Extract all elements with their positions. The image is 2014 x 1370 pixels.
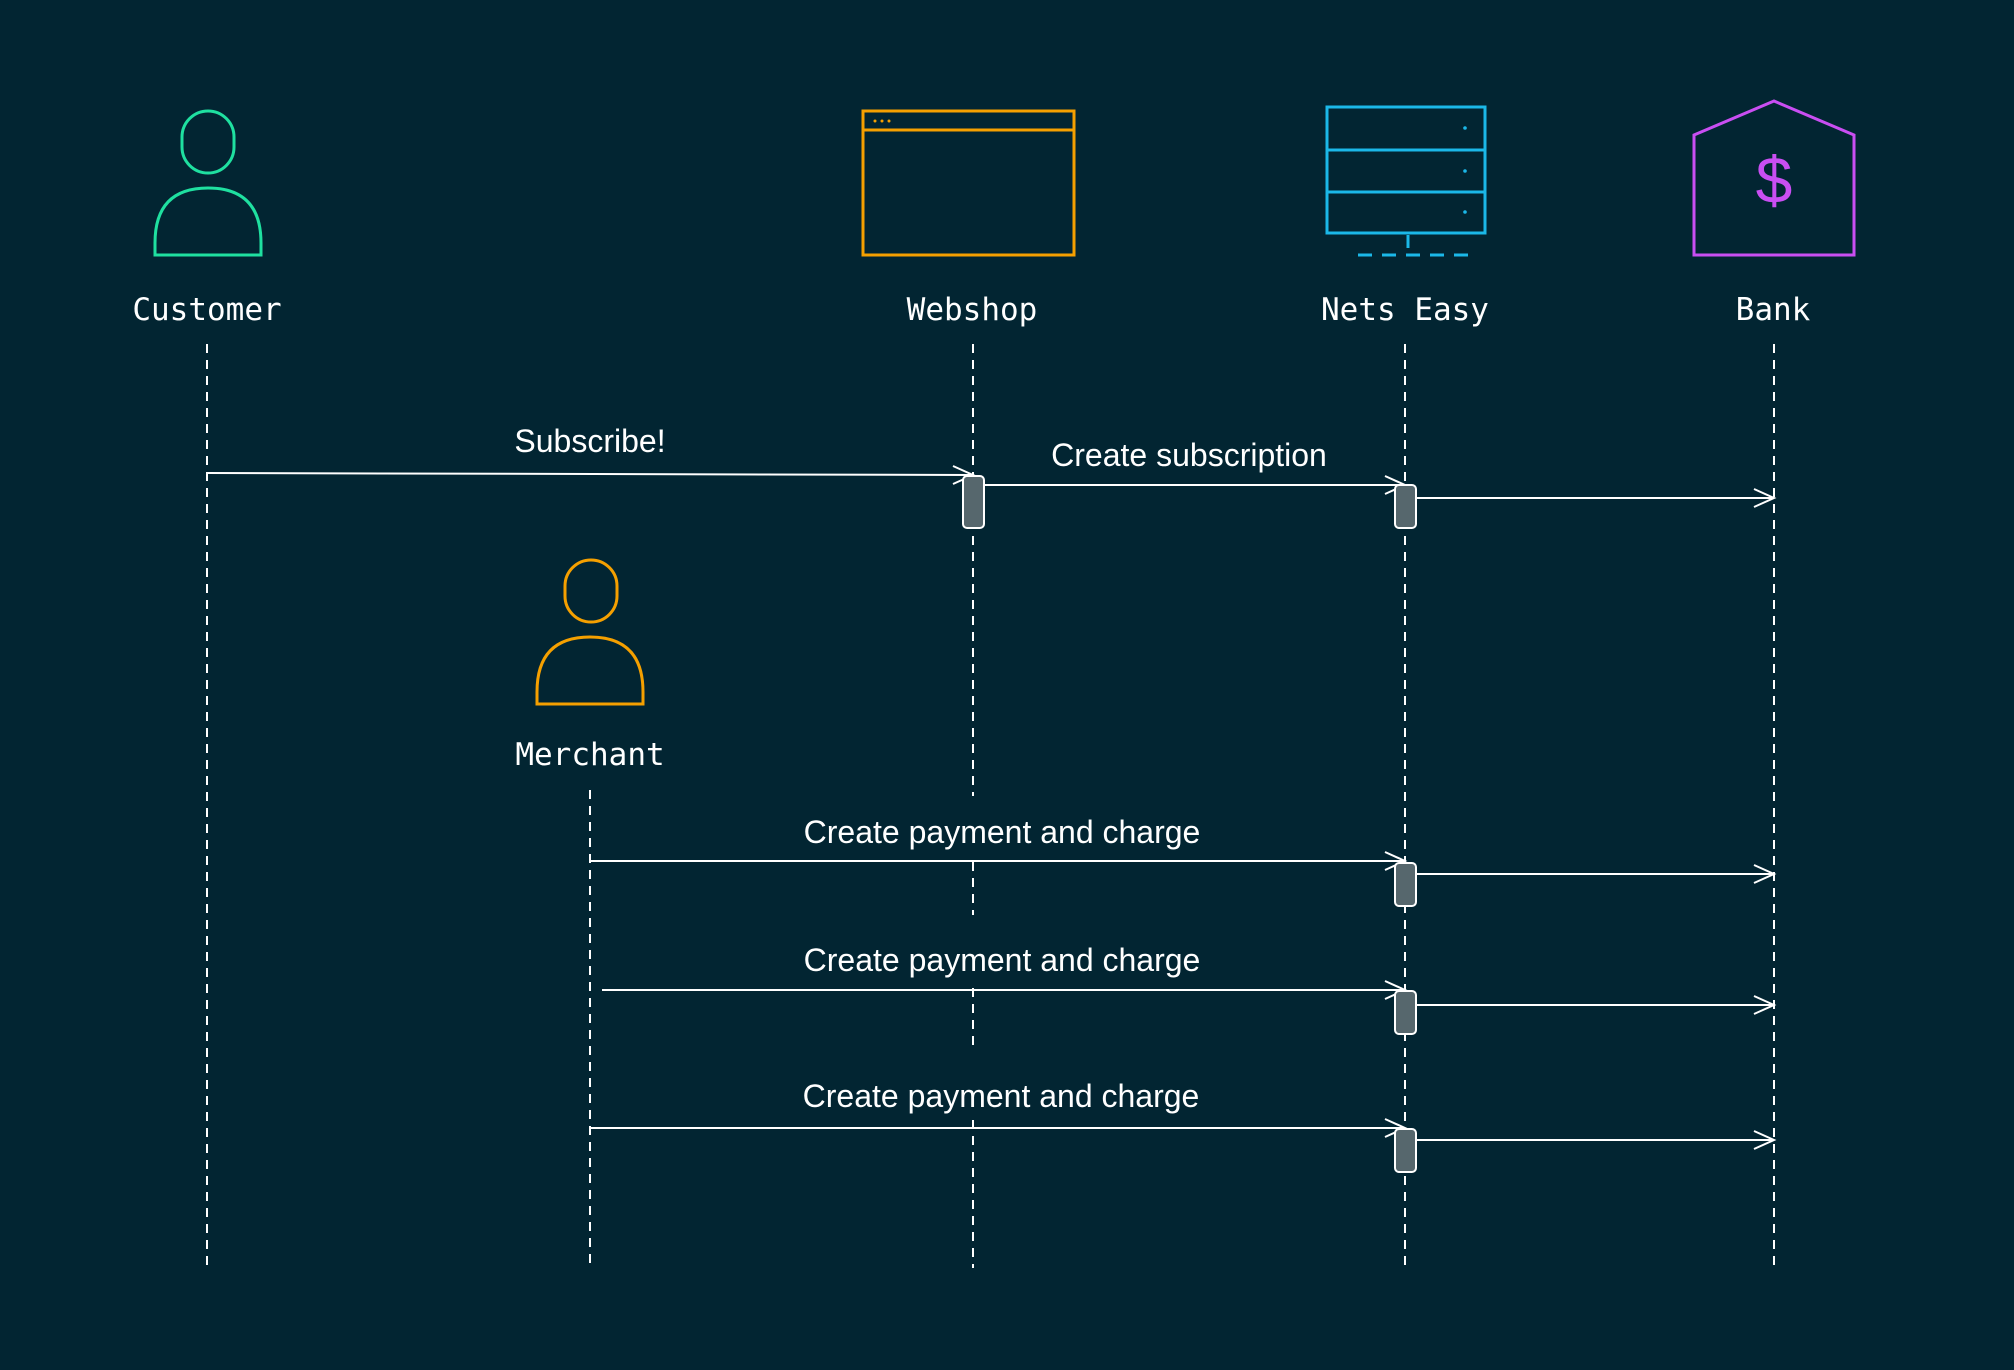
nets-easy-activation-bar [1394, 862, 1417, 907]
browser-window-icon [861, 109, 1076, 257]
merchant-person-icon [535, 558, 645, 706]
message-subscribe-label: Subscribe! [514, 423, 665, 459]
merchant-label: Merchant [515, 737, 664, 773]
webshop-activation-bar [962, 475, 985, 529]
message-nets-to-bank [1416, 995, 1777, 1015]
dollar-sign-icon: $ [1756, 143, 1793, 217]
customer-person-icon [153, 109, 263, 257]
bank-label: Bank [1736, 292, 1811, 328]
message-subscribe [206, 465, 976, 485]
webshop-label: Webshop [907, 292, 1038, 328]
message-create-payment-2-label: Create payment and charge [804, 942, 1201, 978]
message-create-subscription [984, 475, 1408, 495]
server-icon [1325, 105, 1487, 257]
nets-easy-label: Nets Easy [1321, 292, 1489, 328]
customer-label: Customer [132, 292, 281, 328]
message-create-payment-3-label: Create payment and charge [803, 1078, 1200, 1114]
message-nets-to-bank [1416, 488, 1777, 508]
message-create-payment-1 [590, 851, 1408, 871]
message-nets-to-bank [1416, 864, 1777, 884]
message-nets-to-bank [1416, 1130, 1777, 1150]
message-create-payment-3 [590, 1118, 1408, 1138]
nets-easy-activation-bar [1394, 1128, 1417, 1173]
message-create-payment-1-label: Create payment and charge [804, 814, 1201, 850]
message-create-payment-2 [602, 980, 1408, 1000]
nets-easy-activation-bar [1394, 990, 1417, 1035]
nets-easy-activation-bar [1394, 484, 1417, 529]
message-create-subscription-label: Create subscription [1051, 437, 1327, 473]
bank-icon [1692, 99, 1856, 257]
